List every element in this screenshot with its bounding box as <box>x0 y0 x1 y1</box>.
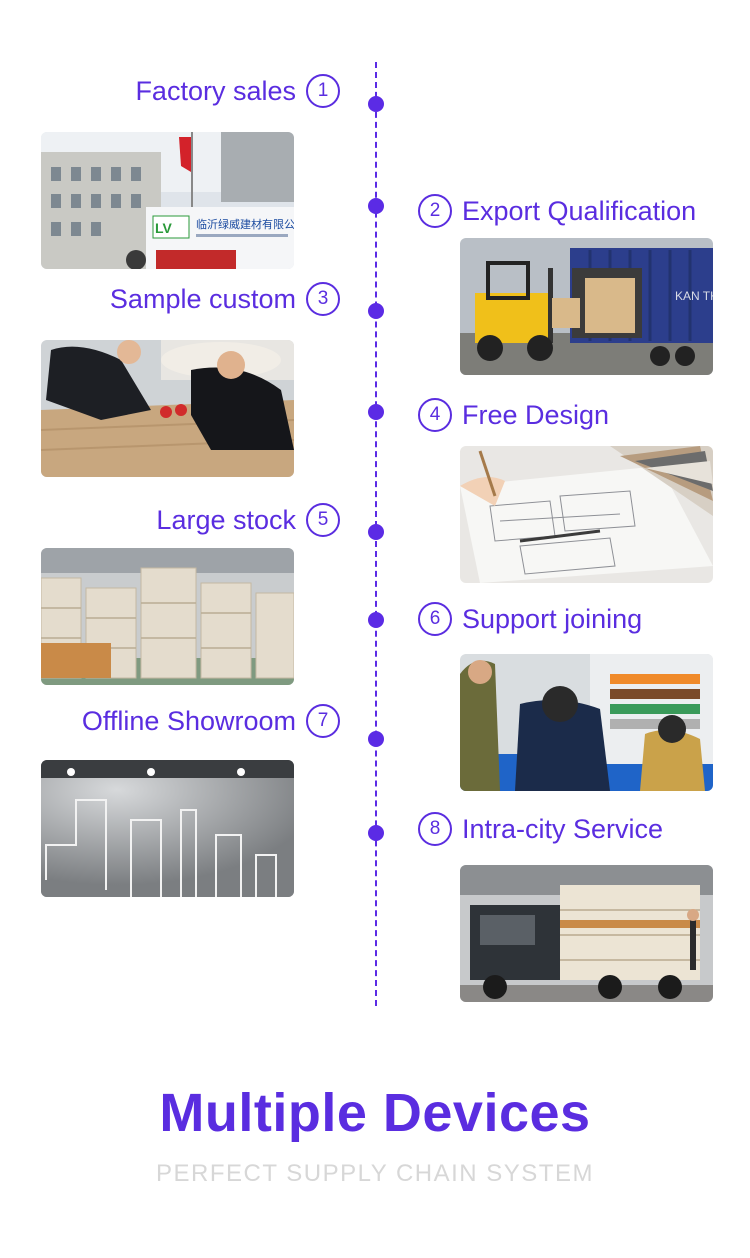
step-number-badge: 6 <box>418 602 452 636</box>
photo-container-loading: KAN TK <box>460 238 713 375</box>
timeline-label-large-stock: Large stock 5 <box>40 503 340 537</box>
photo-delivery-truck <box>460 865 713 1002</box>
label-text: Intra-city Service <box>462 814 664 844</box>
photo-trade-show <box>460 654 713 791</box>
timeline-label-offline-showroom: Offline Showroom 7 <box>40 704 340 738</box>
photo-design-drawings <box>460 446 713 583</box>
timeline-dot-8 <box>368 825 384 841</box>
timeline-dot-6 <box>368 612 384 628</box>
label-text: Free Design <box>462 400 610 430</box>
svg-text:LV: LV <box>155 220 173 236</box>
photo-warehouse-stock <box>41 548 294 685</box>
container-text: KAN TK <box>675 289 713 303</box>
timeline-dot-2 <box>368 198 384 214</box>
step-number-badge: 7 <box>306 704 340 738</box>
label-text: Support joining <box>462 604 643 634</box>
timeline-label-factory-sales: Factory sales 1 <box>40 74 340 108</box>
photo-showroom-wall <box>41 760 294 897</box>
label-text: Export Qualification <box>462 196 697 226</box>
footer-headline: Multiple Devices <box>159 1083 591 1143</box>
timeline-dot-1 <box>368 96 384 112</box>
svg-text:临沂绿威建材有限公司: 临沂绿威建材有限公司 <box>196 217 294 231</box>
footer-subline: PERFECT SUPPLY CHAIN SYSTEM <box>156 1160 594 1187</box>
step-number-badge: 5 <box>306 503 340 537</box>
photo-factory-building: LV 临沂绿威建材有限公司 <box>41 132 294 269</box>
step-number-badge: 2 <box>418 194 452 228</box>
timeline-label-support-joining: 6 Support joining <box>418 602 642 636</box>
step-number-badge: 8 <box>418 812 452 846</box>
timeline-dot-7 <box>368 731 384 747</box>
label-text: Offline Showroom <box>81 706 296 736</box>
timeline-label-free-design: 4 Free Design <box>418 398 609 432</box>
timeline-label-intra-city-service: 8 Intra-city Service <box>418 812 663 846</box>
label-text: Sample custom <box>109 284 296 314</box>
photo-sample-cutting <box>41 340 294 477</box>
timeline-label-export-qualification: 2 Export Qualification <box>418 194 696 228</box>
timeline-dot-5 <box>368 524 384 540</box>
label-text: Factory sales <box>135 76 296 106</box>
step-number-badge: 4 <box>418 398 452 432</box>
timeline-dot-3 <box>368 303 384 319</box>
timeline-label-sample-custom: Sample custom 3 <box>40 282 340 316</box>
label-text: Large stock <box>156 505 296 535</box>
timeline-dot-4 <box>368 404 384 420</box>
step-number-badge: 3 <box>306 282 340 316</box>
step-number-badge: 1 <box>306 74 340 108</box>
